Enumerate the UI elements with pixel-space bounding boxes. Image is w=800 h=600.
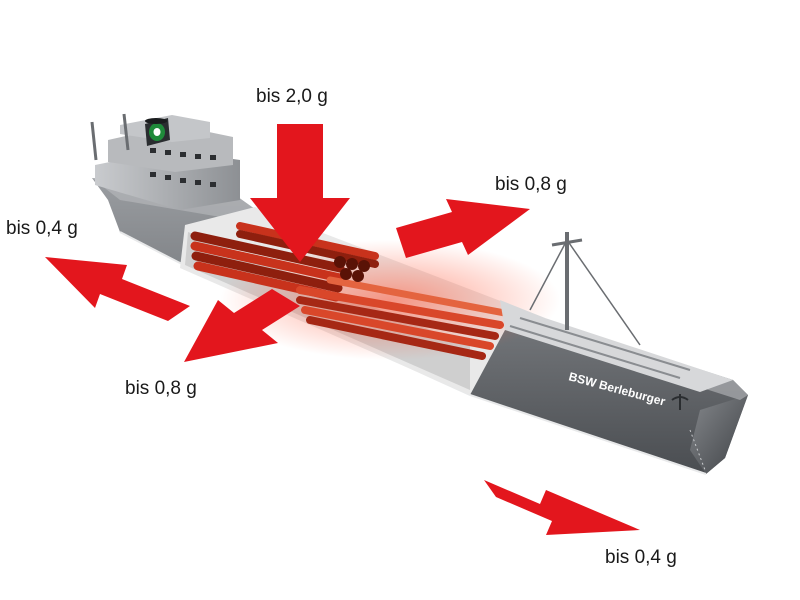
label-forward-left-acceleration: bis 0,4 g — [6, 218, 78, 239]
foremast — [529, 232, 641, 346]
arrow-forward-left — [45, 257, 190, 321]
arrow-lateral-left — [184, 289, 300, 362]
label-aft-right-acceleration: bis 0,4 g — [605, 547, 677, 568]
label-forward-right-acceleration: bis 0,8 g — [495, 174, 567, 195]
bow-details — [671, 394, 706, 471]
arrow-aft-right — [484, 480, 640, 535]
foredeck — [500, 300, 733, 392]
arrow-forward-right — [396, 199, 530, 258]
label-lateral-left-acceleration: bis 0,8 g — [125, 378, 197, 399]
arrow-vertical — [250, 124, 350, 262]
label-vertical-acceleration: bis 2,0 g — [256, 86, 328, 107]
funnel — [145, 118, 170, 146]
cargo-pipes — [190, 222, 514, 360]
